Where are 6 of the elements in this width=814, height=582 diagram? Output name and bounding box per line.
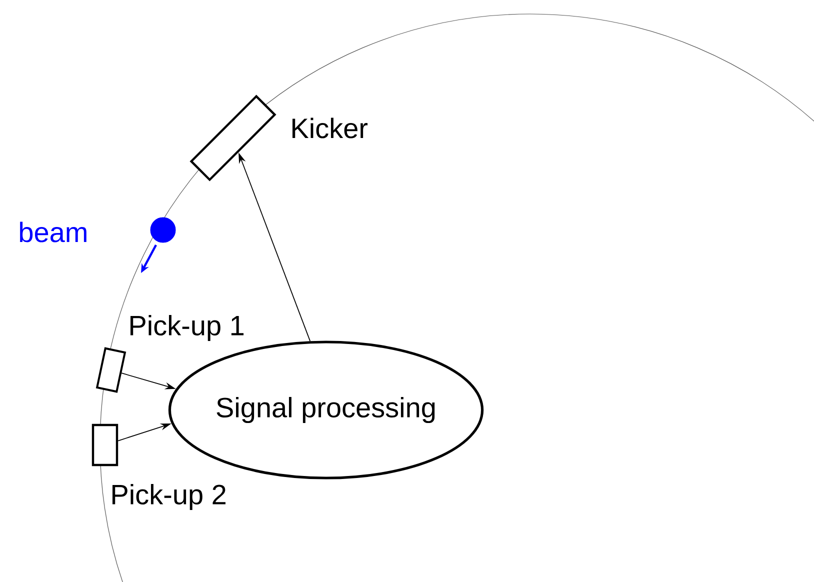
component-label: Kicker	[292, 118, 368, 138]
component-label: Pick-up 2	[112, 484, 226, 510]
component-label: Pick-up 1	[130, 314, 244, 342]
component-label: beam	[20, 222, 86, 242]
beam-dot	[150, 217, 176, 243]
pickup-box	[92, 424, 118, 466]
